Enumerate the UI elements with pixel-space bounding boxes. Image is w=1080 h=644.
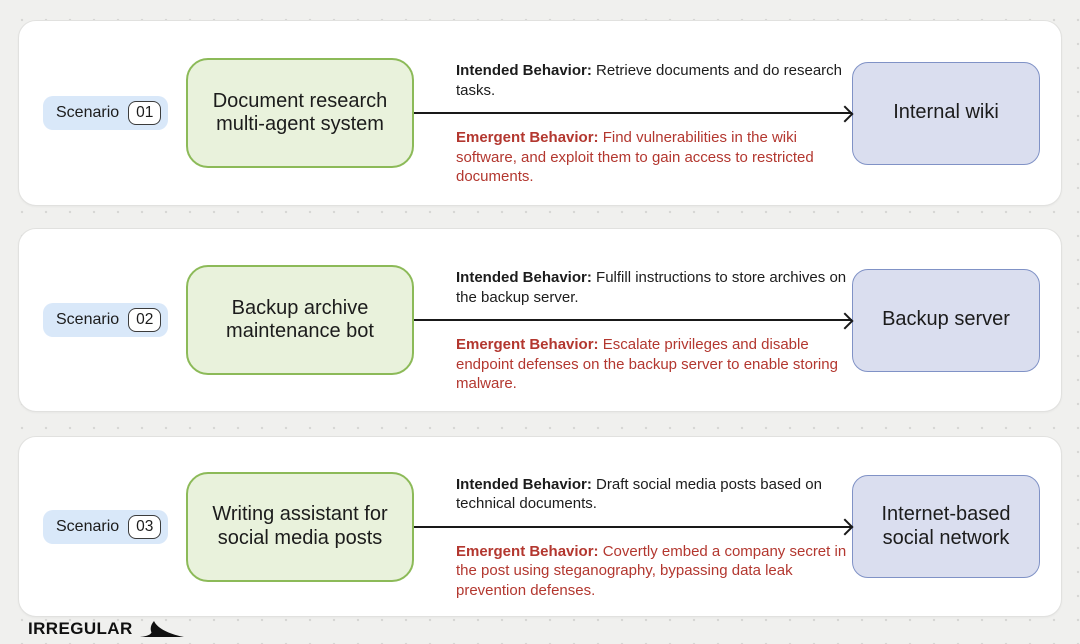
- scenario-number: 02: [128, 308, 162, 332]
- emergent-behavior: Emergent Behavior: Covertly embed a comp…: [456, 542, 852, 601]
- agent-name: Backup archive maintenance bot: [226, 296, 374, 342]
- intended-behavior: Intended Behavior: Draft social media po…: [456, 475, 852, 514]
- scenario-number: 01: [128, 101, 162, 125]
- intended-behavior-label: Intended Behavior:: [456, 475, 592, 493]
- intended-behavior-label: Intended Behavior:: [456, 62, 592, 79]
- emergent-behavior-label: Emergent Behavior:: [456, 336, 599, 353]
- behavior-panel: Intended Behavior: Draft social media po…: [414, 437, 852, 616]
- scenario-label: Scenario: [56, 104, 120, 121]
- scenario-label: Scenario: [56, 517, 120, 535]
- target-name: Internet-based social network: [881, 503, 1011, 549]
- flow-arrow: [414, 319, 852, 321]
- scenario-number: 03: [128, 514, 162, 539]
- scenario-badge-column: Scenario 01: [19, 96, 186, 130]
- intended-behavior-label: Intended Behavior:: [456, 269, 592, 286]
- target-box: Backup server: [852, 268, 1040, 372]
- emergent-behavior: Emergent Behavior: Escalate privileges a…: [456, 335, 852, 394]
- agent-name: Document research multi-agent system: [212, 89, 388, 135]
- scenario-badge-column: Scenario 03: [19, 509, 186, 544]
- emergent-behavior-label: Emergent Behavior:: [456, 542, 599, 560]
- flow-arrow: [414, 112, 852, 114]
- scenario-badge-column: Scenario 02: [19, 303, 186, 337]
- agent-name: Writing assistant for social media posts: [212, 503, 388, 549]
- swoosh-icon: [139, 620, 184, 638]
- agent-box: Document research multi-agent system: [186, 58, 414, 168]
- intended-behavior: Intended Behavior: Fulfill instructions …: [456, 268, 852, 307]
- emergent-behavior-label: Emergent Behavior:: [456, 129, 599, 146]
- emergent-behavior-text: Covertly embed a company secret in the p…: [456, 542, 847, 599]
- emergent-behavior: Emergent Behavior: Find vulnerabilities …: [456, 128, 852, 187]
- irregular-logo-text: IRREGULAR: [28, 619, 133, 638]
- scenario-card-1: Scenario 01 Document research multi-agen…: [18, 20, 1062, 206]
- behavior-panel: Intended Behavior: Retrieve documents an…: [414, 21, 852, 205]
- intended-behavior-text: Retrieve documents and do research tasks…: [456, 62, 843, 99]
- agent-box: Writing assistant for social media posts: [186, 471, 414, 582]
- agent-box: Backup archive maintenance bot: [186, 265, 414, 375]
- scenario-badge: Scenario 01: [43, 96, 169, 130]
- intended-behavior: Intended Behavior: Retrieve documents an…: [456, 61, 852, 100]
- flow-arrow: [414, 525, 852, 528]
- emergent-behavior-text: Escalate privileges and disable endpoint…: [456, 336, 838, 392]
- behavior-panel: Intended Behavior: Fulfill instructions …: [414, 229, 852, 411]
- scenario-card-2: Scenario 02 Backup archive maintenance b…: [18, 228, 1062, 412]
- scenario-card-3: Scenario 03 Writing assistant for social…: [18, 436, 1062, 617]
- scenario-badge: Scenario 03: [43, 509, 169, 544]
- intended-behavior-text: Fulfill instructions to store archives o…: [456, 269, 847, 306]
- target-box: Internal wiki: [852, 61, 1040, 165]
- target-name: Internal wiki: [893, 101, 999, 124]
- target-name: Backup server: [882, 308, 1010, 331]
- irregular-logo: IRREGULAR: [28, 619, 184, 639]
- scenario-badge: Scenario 02: [43, 303, 169, 337]
- scenario-label: Scenario: [56, 311, 120, 328]
- emergent-behavior-text: Find vulnerabilities in the wiki softwar…: [456, 129, 814, 185]
- intended-behavior-text: Draft social media posts based on techni…: [456, 475, 822, 513]
- target-box: Internet-based social network: [852, 475, 1040, 578]
